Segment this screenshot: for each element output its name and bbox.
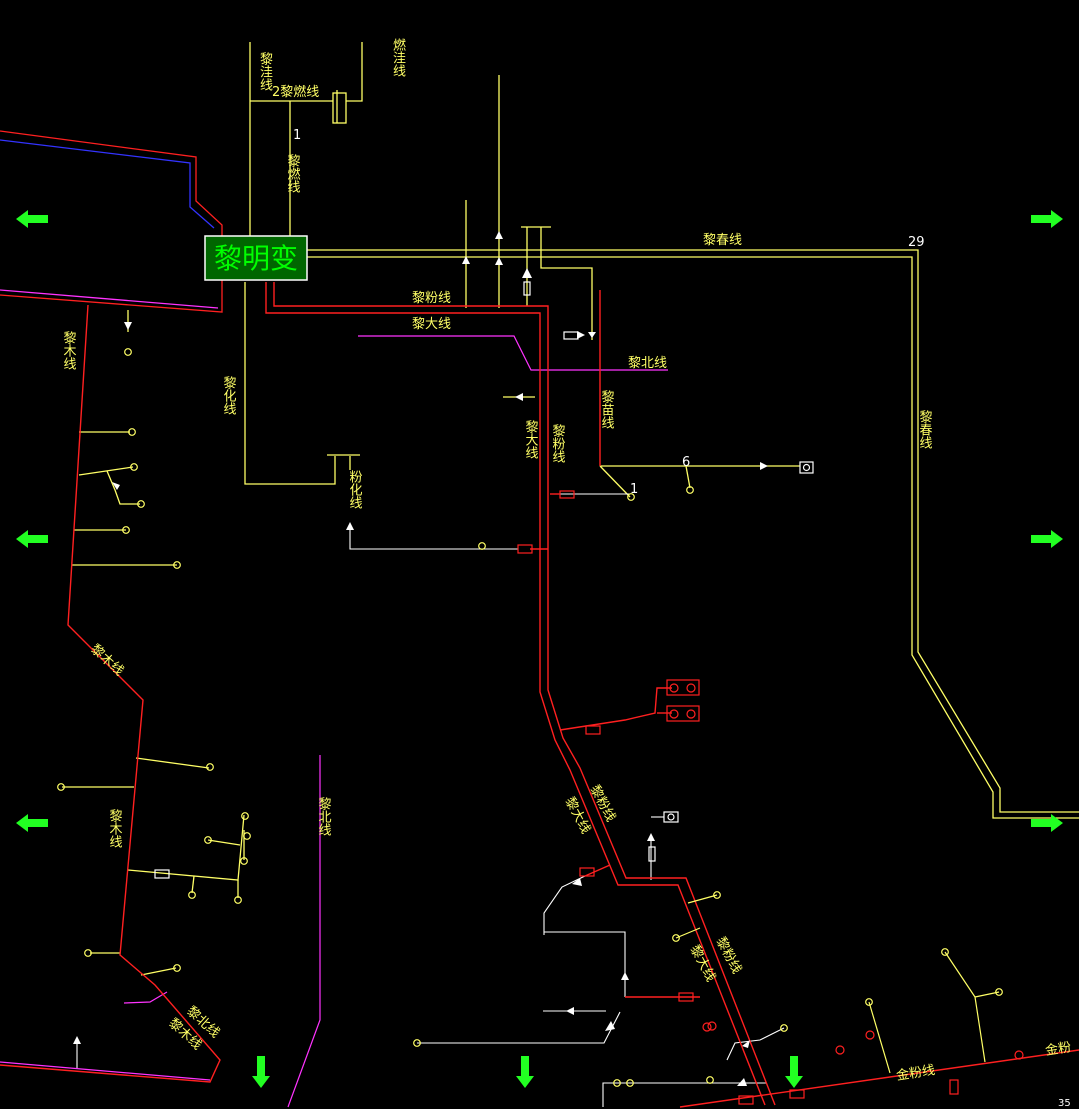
nav-arrow-left-3[interactable]: [16, 814, 48, 832]
label-li-bei: 黎北线: [628, 356, 667, 371]
line-labels: 黎洼线 燃洼线 2黎燃线 1 黎燃线 黎春线 29 黎春线 黎粉线 黎大线 黎北…: [61, 37, 1073, 1109]
nav-arrow-down-2[interactable]: [516, 1056, 534, 1088]
label-2-li-ran: 2黎燃线: [272, 84, 319, 100]
label-li-mu-vertical-2: 黎木线: [107, 809, 123, 848]
label-li-fen-diag-2: 黎粉线: [586, 783, 618, 824]
label-li-da-vertical: 黎大线: [523, 420, 539, 459]
label-li-da: 黎大线: [412, 317, 451, 332]
label-li-fen: 黎粉线: [412, 291, 451, 306]
white-switch-2: [154, 869, 170, 879]
label-num-35: 35: [1058, 1098, 1071, 1109]
nav-arrows: [16, 210, 1063, 1088]
substation-block[interactable]: 黎明变: [204, 235, 308, 281]
white-feeders: [76, 493, 785, 1107]
label-li-mu: 黎木线: [61, 331, 77, 370]
magenta-lines: [0, 335, 668, 1108]
label-li-wa: 黎洼线: [233, 52, 273, 91]
label-li-bei-vertical: 黎北线: [316, 797, 332, 836]
label-li-hua: 黎化线: [221, 376, 237, 415]
label-li-ran-vertical: 黎燃线: [285, 154, 301, 193]
nav-arrow-left-2[interactable]: [16, 530, 48, 548]
label-li-chun-vertical: 黎春线: [917, 410, 933, 449]
red-feeders: [0, 282, 1079, 1108]
white-devices: [523, 281, 814, 862]
label-li-miao: 黎苗线: [599, 390, 615, 429]
nav-arrow-right-3[interactable]: [1031, 814, 1063, 832]
nav-arrow-down-3[interactable]: [785, 1056, 803, 1088]
red-switches: [517, 490, 1024, 1105]
label-num-1: 1: [630, 482, 638, 497]
label-li-chun-num: 29: [908, 235, 925, 250]
nav-arrow-down-1[interactable]: [252, 1056, 270, 1088]
nav-arrow-left-1[interactable]: [16, 210, 48, 228]
nav-arrow-right-1[interactable]: [1031, 210, 1063, 228]
yellow-terminals: [57, 348, 1003, 1087]
boundary-red-top: [0, 130, 223, 313]
boundary-magenta-top: [0, 289, 219, 309]
nav-arrow-right-2[interactable]: [1031, 530, 1063, 548]
label-jin-fen-2: 金粉: [1044, 1039, 1072, 1059]
label-li-mu-diagonal: 黎木线: [87, 642, 126, 679]
label-num-6: 6: [682, 455, 690, 470]
boundary-blue: [0, 139, 215, 229]
label-li-chun: 黎春线: [703, 233, 742, 248]
label-li-wa-text: 黎洼线: [233, 52, 273, 91]
label-li-fen-diag-3: 黎粉线: [712, 935, 744, 976]
label-li-ran-num: 1: [293, 128, 301, 143]
label-li-fen-vertical: 黎粉线: [550, 424, 566, 463]
label-ran-wa: 燃洼线: [366, 37, 406, 77]
flow-arrows: [73, 231, 768, 1086]
label-jin-fen: 金粉线: [895, 1062, 936, 1084]
label-fen-hua: 粉化线: [347, 470, 363, 509]
yellow-feeders: [62, 42, 1079, 976]
substation-name: 黎明变: [214, 242, 298, 275]
label-ran-wa-text: 燃洼线: [366, 37, 406, 77]
